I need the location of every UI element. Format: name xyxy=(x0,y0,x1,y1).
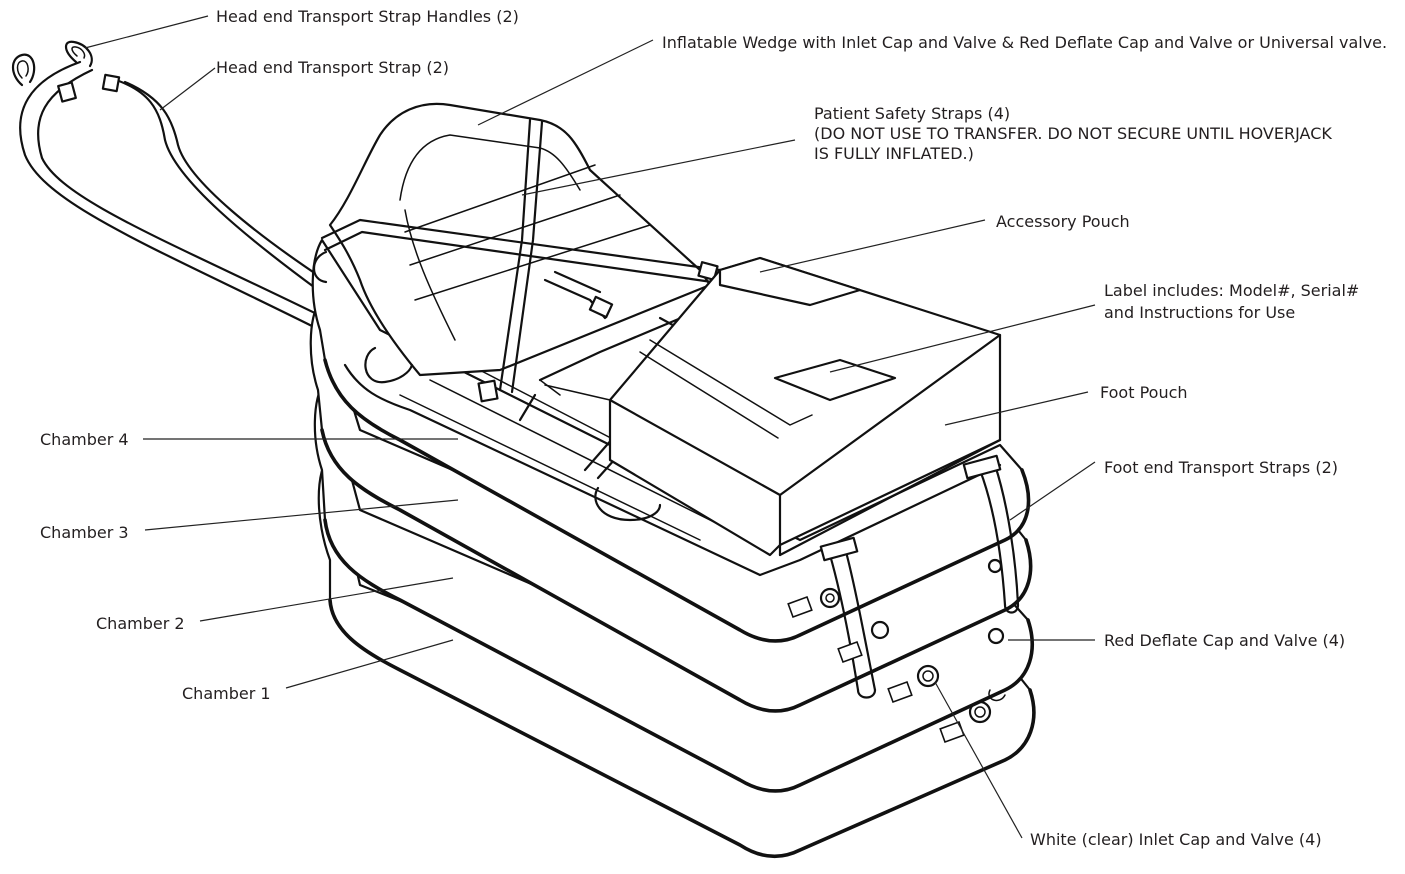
leader-white-inlet xyxy=(934,681,1023,839)
leader-label xyxy=(829,304,1096,373)
label-foot-pouch: Foot Pouch xyxy=(1100,383,1188,402)
leader-head-strap xyxy=(159,67,216,111)
leader-foot-straps xyxy=(1009,461,1096,521)
leader-foot-pouch xyxy=(944,391,1089,426)
label-patient-safety-warning-1: (DO NOT USE TO TRANSFER. DO NOT SECURE U… xyxy=(814,124,1332,143)
label-head-end-strap-handles: Head end Transport Strap Handles (2) xyxy=(216,7,519,26)
leader-lines xyxy=(84,15,1096,839)
label-inflatable-wedge: Inflatable Wedge with Inlet Cap and Valv… xyxy=(662,33,1388,52)
label-chamber-3: Chamber 3 xyxy=(40,523,129,542)
foot-end-transport-straps xyxy=(819,454,1020,699)
chamber-2-shape xyxy=(313,378,1034,793)
label-chamber-4: Chamber 4 xyxy=(40,430,129,449)
foot-pouch-shape xyxy=(539,256,1002,557)
leader-wedge xyxy=(477,39,654,126)
label-product-label-2: and Instructions for Use xyxy=(1104,303,1296,322)
label-product-label-1: Label includes: Model#, Serial# xyxy=(1104,281,1360,300)
label-patient-safety-warning-2: IS FULLY INFLATED.) xyxy=(814,144,974,163)
label-chamber-1: Chamber 1 xyxy=(182,684,271,703)
leader-safety-straps xyxy=(521,139,796,196)
leader-chamber-3 xyxy=(144,499,459,531)
label-head-end-transport-strap: Head end Transport Strap (2) xyxy=(216,58,450,77)
head-end-transport-strap xyxy=(19,60,327,332)
leader-accessory-pouch xyxy=(759,219,986,273)
leader-chamber-2 xyxy=(199,577,454,622)
label-foot-end-transport-straps: Foot end Transport Straps (2) xyxy=(1104,458,1339,477)
accessory-pouch-shape xyxy=(718,256,862,307)
leader-chamber-1 xyxy=(285,639,454,689)
head-end-strap-handles xyxy=(11,40,93,87)
label-chamber-2: Chamber 2 xyxy=(96,614,185,633)
product-label-shape xyxy=(773,358,897,402)
leader-head-handles xyxy=(84,15,209,49)
label-red-deflate-cap: Red Deflate Cap and Valve (4) xyxy=(1104,631,1346,650)
label-patient-safety-straps: Patient Safety Straps (4) xyxy=(814,104,1011,123)
inflatable-wedge-shape xyxy=(312,102,712,384)
label-accessory-pouch: Accessory Pouch xyxy=(996,212,1130,231)
label-white-inlet-cap: White (clear) Inlet Cap and Valve (4) xyxy=(1030,830,1322,849)
patient-safety-straps xyxy=(320,118,726,403)
